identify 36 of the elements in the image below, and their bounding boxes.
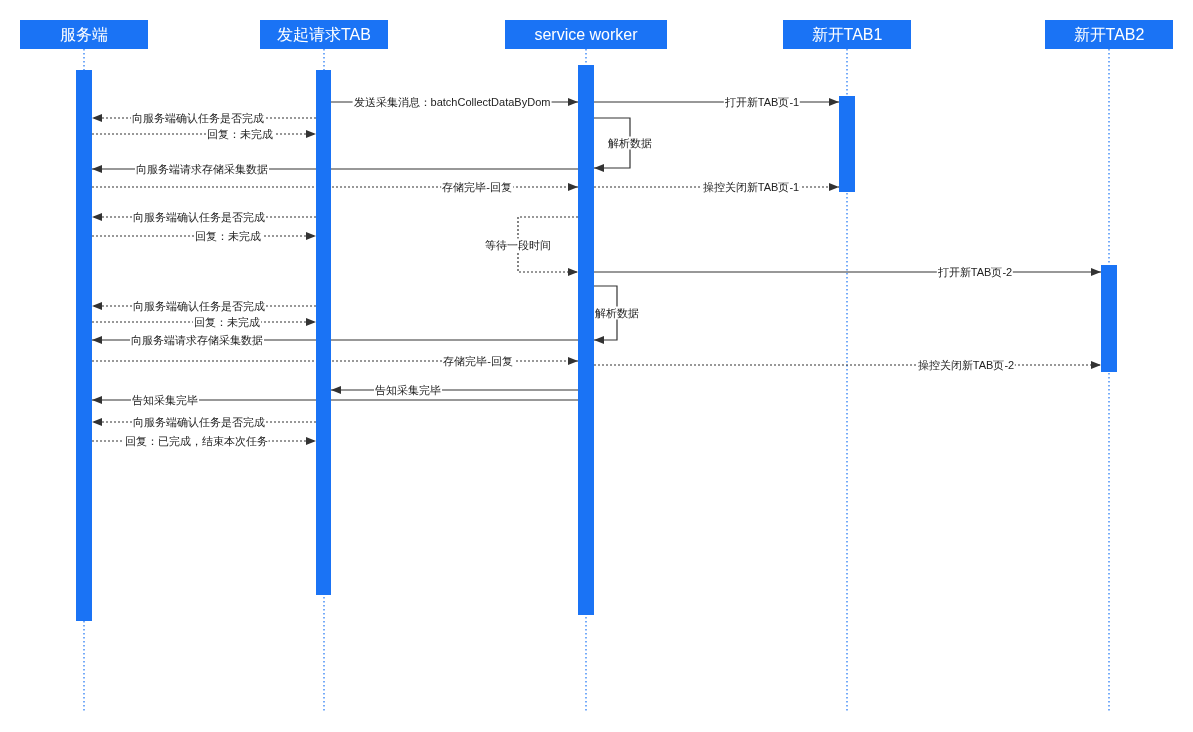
- activation-bar: [839, 96, 855, 192]
- activation-bar: [316, 70, 331, 595]
- arrow: [593, 268, 1102, 276]
- edge-label: 向服务端确认任务是否完成: [131, 111, 265, 125]
- edge-label: 向服务端请求存储采集数据: [135, 162, 269, 176]
- edge-label: 回复：未完成: [194, 229, 262, 243]
- self-loop-arrow: [593, 117, 631, 172]
- edge-label: 打开新TAB页-2: [936, 265, 1014, 279]
- activation-bar: [76, 70, 92, 621]
- edge-label: 回复：已完成，结束本次任务: [123, 434, 269, 448]
- edge-label: 存储完毕-回复: [442, 354, 514, 368]
- edge-label: 告知采集完毕: [374, 383, 442, 397]
- edge-label: 发送采集消息：batchCollectDataByDom: [352, 95, 552, 109]
- edge-label: 操控关闭新TAB页-1: [701, 180, 801, 194]
- participant-header: 发起请求TAB: [260, 20, 388, 49]
- edge-label: 打开新TAB页-1: [723, 95, 801, 109]
- activation-bar: [1101, 265, 1117, 372]
- participant-header: service worker: [505, 20, 667, 49]
- edge-label: 向服务端确认任务是否完成: [132, 210, 266, 224]
- edge-label: 告知采集完毕: [131, 393, 199, 407]
- edge-label: 向服务端确认任务是否完成: [132, 415, 266, 429]
- self-loop-arrow: [593, 285, 618, 344]
- edge-label: 解析数据: [607, 136, 653, 150]
- edge-label: 操控关闭新TAB页-2: [916, 358, 1016, 372]
- self-loop-arrow: [517, 216, 579, 276]
- participant-header: 新开TAB2: [1045, 20, 1173, 49]
- edge-label: 回复：未完成: [206, 127, 274, 141]
- edge-label: 等待一段时间: [484, 238, 552, 251]
- participant-header: 新开TAB1: [783, 20, 911, 49]
- activation-bar: [578, 65, 594, 615]
- edge-label: 回复：未完成: [193, 315, 261, 329]
- edge-label: 存储完毕-回复: [441, 180, 513, 194]
- edge-label: 向服务端请求存储采集数据: [130, 333, 264, 347]
- edge-label: 解析数据: [594, 306, 640, 320]
- edge-label: 向服务端确认任务是否完成: [132, 299, 266, 313]
- participant-header: 服务端: [20, 20, 148, 49]
